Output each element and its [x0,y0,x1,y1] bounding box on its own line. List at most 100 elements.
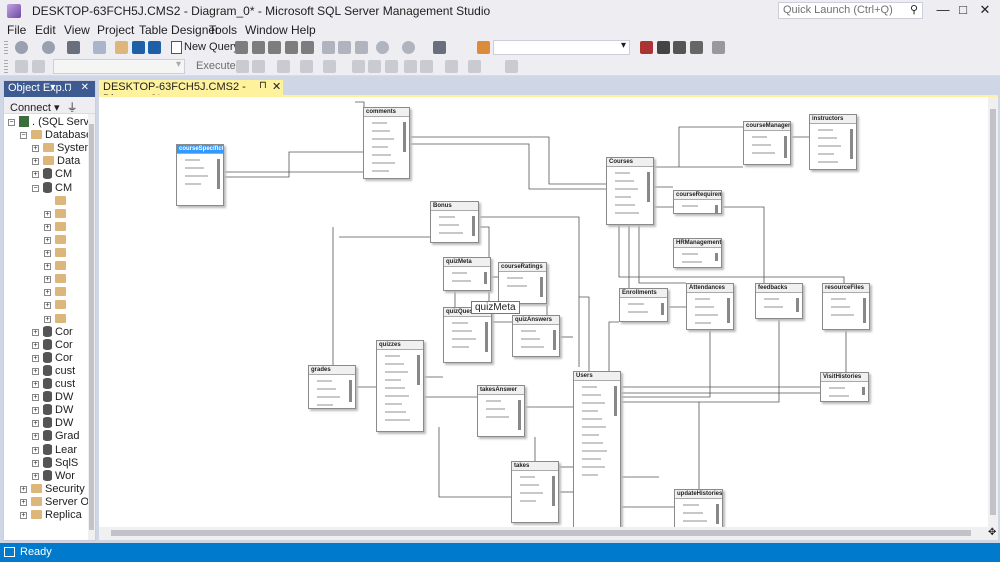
intellisense-icon[interactable] [323,60,336,73]
diagram-table[interactable]: instructors [809,114,857,170]
tree-item[interactable]: +Grad [32,430,88,443]
dmx-query-icon[interactable] [268,41,281,54]
menu-project[interactable]: Project [97,23,135,37]
table-scrollbar[interactable] [417,355,420,385]
results-to-file-icon[interactable] [385,60,398,73]
tree-item[interactable]: +Cor [32,351,88,365]
toolbar-grip[interactable] [4,60,8,73]
tree-item[interactable]: +System [32,142,88,155]
table-scrollbar[interactable] [403,122,406,152]
scrollbar-thumb[interactable] [89,124,94,530]
tree-item[interactable]: −CM [32,181,88,195]
expand-icon[interactable]: + [20,512,27,519]
scrollbar-thumb[interactable] [111,530,971,536]
connect-icon[interactable] [15,60,28,73]
expand-icon[interactable]: + [32,354,39,362]
relationship-line[interactable] [410,143,606,190]
expand-icon[interactable]: + [44,263,51,271]
table-scrollbar[interactable] [614,386,617,416]
diagram-table[interactable]: quizzes [376,340,424,432]
tree-item[interactable]: −Databases [20,129,88,142]
query-options-icon[interactable] [300,60,313,73]
relationship-line[interactable] [618,225,845,283]
tree-item[interactable]: + [44,286,88,299]
diagram-table[interactable]: courseSpecificQu [176,144,224,206]
collapse-icon[interactable]: − [32,184,39,192]
tab-diagram[interactable]: DESKTOP-63FCH5J.CMS2 - Diagram_0* ⊓ ✕ [99,80,283,105]
relationship-line[interactable] [621,330,711,398]
expand-icon[interactable]: + [20,485,27,493]
redo-icon[interactable] [402,41,415,54]
diagram-table[interactable]: Courses [606,157,654,225]
copy-icon[interactable] [338,41,351,54]
relationship-line[interactable] [579,296,590,371]
relationship-line[interactable] [638,225,686,284]
quick-launch-input[interactable]: Quick Launch (Ctrl+Q) ⚲ [778,2,923,19]
settings-icon[interactable] [67,41,80,54]
toolbar-grip[interactable] [4,41,8,54]
cut-icon[interactable] [322,41,335,54]
expand-icon[interactable]: + [32,328,39,336]
execute-button[interactable]: Execute [196,60,236,72]
menu-help[interactable]: Help [291,23,316,37]
tree-item[interactable]: +Replica [20,509,88,522]
object-explorer-icon[interactable] [433,41,446,54]
table-scrollbar[interactable] [863,298,866,323]
diagram-table[interactable]: Enrollments [619,288,668,322]
paste-icon[interactable] [355,41,368,54]
expand-icon[interactable]: + [44,289,51,297]
database-engine-query-icon[interactable] [235,41,248,54]
das-query-icon[interactable] [301,41,314,54]
expand-icon[interactable]: + [44,250,51,257]
new-query-icon[interactable] [171,41,182,54]
table-scrollbar[interactable] [217,159,220,189]
table-scrollbar[interactable] [862,387,865,395]
expand-icon[interactable]: + [44,302,51,310]
toolbox-icon[interactable] [673,41,686,54]
tree-item[interactable]: + [44,247,88,260]
toolbar-options-icon[interactable] [712,41,725,54]
mdx-query-icon[interactable] [252,41,265,54]
tree-item[interactable]: +CM [32,168,88,181]
relationship-line[interactable] [678,126,743,167]
table-scrollbar[interactable] [784,136,787,158]
table-scrollbar[interactable] [349,380,352,402]
change-connection-icon[interactable] [32,60,45,73]
menu-tools[interactable]: Tools [209,23,238,37]
tree-item[interactable]: +Cor [32,325,88,339]
open-file-icon[interactable] [115,41,128,54]
minimize-button[interactable]: — [936,2,950,17]
panel-controls[interactable]: ▾ ⊓ ✕ [50,82,92,93]
diagram-table[interactable]: quizMeta [443,257,491,291]
find-icon[interactable] [477,41,490,54]
expand-icon[interactable]: + [32,145,39,153]
expand-icon[interactable]: + [44,210,51,218]
table-scrollbar[interactable] [715,205,718,213]
tree-item[interactable]: +Cor [32,338,88,352]
properties-icon[interactable] [640,41,653,54]
expand-icon[interactable]: + [32,420,39,428]
table-scrollbar[interactable] [552,476,555,506]
back-icon[interactable] [15,41,28,54]
menu-window[interactable]: Window [245,23,288,37]
table-scrollbar[interactable] [715,253,718,261]
diagram-table[interactable]: VisitHistories [820,372,869,402]
decrease-indent-icon[interactable] [445,60,458,73]
relationship-line[interactable] [410,136,606,185]
collapse-icon[interactable]: − [20,132,27,140]
display-plan-icon[interactable] [277,60,290,73]
expand-icon[interactable]: + [44,236,51,244]
parse-icon[interactable] [252,60,265,73]
relationship-line[interactable] [621,319,780,403]
uncomment-icon[interactable] [420,60,433,73]
increase-indent-icon[interactable] [468,60,481,73]
solution-config-combo[interactable] [493,40,630,55]
tree-item[interactable]: +Lear [32,443,88,457]
table-scrollbar[interactable] [716,504,719,524]
diagram-table[interactable]: takesAnswer [477,385,525,437]
tree-item[interactable]: +Security [20,483,88,496]
table-scrollbar[interactable] [472,216,475,236]
diagram-table[interactable]: comments [363,107,410,179]
save-all-icon[interactable] [148,41,161,54]
table-scrollbar[interactable] [796,298,799,312]
